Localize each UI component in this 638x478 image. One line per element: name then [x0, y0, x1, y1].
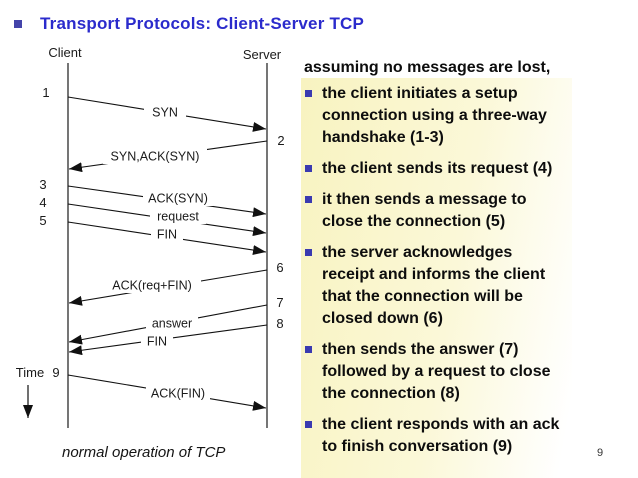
message-label-ackreqfin: ACK(req+FIN) [112, 279, 192, 293]
bullet-square-icon [305, 196, 312, 203]
label-bg [103, 148, 207, 164]
label-bg [146, 315, 198, 331]
diagram-caption: normal operation of TCP [62, 444, 226, 461]
label-bg [150, 208, 206, 224]
notes-column: assuming no messages are lost, the clien… [304, 57, 604, 467]
label-bg [143, 190, 213, 206]
label-bg [144, 104, 186, 120]
step-number-9: 9 [52, 365, 59, 380]
note-text: the client sends its request (4) [322, 160, 553, 177]
step-number-3: 3 [39, 177, 46, 192]
step-number-6: 6 [276, 260, 283, 275]
tcp-sequence-diagram: Client Server 1 2 3 4 5 6 7 8 9 SYN SYN,… [16, 46, 285, 428]
bullet-square-icon [305, 421, 312, 428]
server-lifeline-label: Server [243, 47, 282, 62]
note-item-handshake: the client initiates a setup connection … [304, 83, 604, 149]
note-item-close-message: it then sends a message to close the con… [304, 189, 604, 233]
bullet-square-icon [305, 346, 312, 353]
message-label-fin-server: FIN [147, 335, 167, 349]
slide-title-row: Transport Protocols: Client-Server TCP [14, 14, 364, 34]
step-number-4: 4 [39, 195, 46, 210]
notes-background-panel [301, 78, 572, 478]
message-label-ackfin: ACK(FIN) [151, 387, 205, 401]
note-item-answer: then sends the answer (7) followed by a … [304, 339, 604, 405]
note-item-final-ack: the client responds with an ack to finis… [304, 414, 604, 458]
note-item-server-ack: the server acknowledges receipt and info… [304, 242, 604, 330]
title-bullet-square-icon [14, 20, 22, 28]
label-bg [146, 385, 210, 401]
message-label-request: request [157, 210, 199, 224]
message-label-acksyn: ACK(SYN) [148, 192, 208, 206]
note-text: the server acknowledges receipt and info… [322, 244, 546, 327]
bullet-square-icon [305, 249, 312, 256]
label-bg [151, 226, 183, 242]
message-label-answer: answer [152, 317, 192, 331]
page-title: Transport Protocols: Client-Server TCP [40, 14, 365, 33]
note-text: the client initiates a setup connection … [322, 85, 547, 146]
step-number-2: 2 [277, 133, 284, 148]
page-number: 9 [597, 447, 604, 459]
label-bg [103, 277, 201, 293]
message-label-syn: SYN [152, 106, 178, 120]
bullet-square-icon [305, 90, 312, 97]
note-text: the client responds with an ack to finis… [322, 416, 560, 455]
message-label-fin-client: FIN [157, 228, 177, 242]
bullet-square-icon [305, 165, 312, 172]
step-number-8: 8 [276, 316, 283, 331]
time-axis-label: Time [16, 365, 44, 380]
note-item-request: the client sends its request (4) [304, 158, 604, 180]
note-text: it then sends a message to close the con… [322, 191, 527, 230]
note-text: then sends the answer (7) followed by a … [322, 341, 551, 402]
client-lifeline-label: Client [48, 46, 82, 60]
step-number-1: 1 [42, 85, 49, 100]
message-label-synack: SYN,ACK(SYN) [111, 150, 200, 164]
label-bg [141, 333, 173, 349]
step-number-7: 7 [276, 295, 283, 310]
step-number-5: 5 [39, 213, 46, 228]
notes-heading: assuming no messages are lost, [304, 59, 551, 76]
